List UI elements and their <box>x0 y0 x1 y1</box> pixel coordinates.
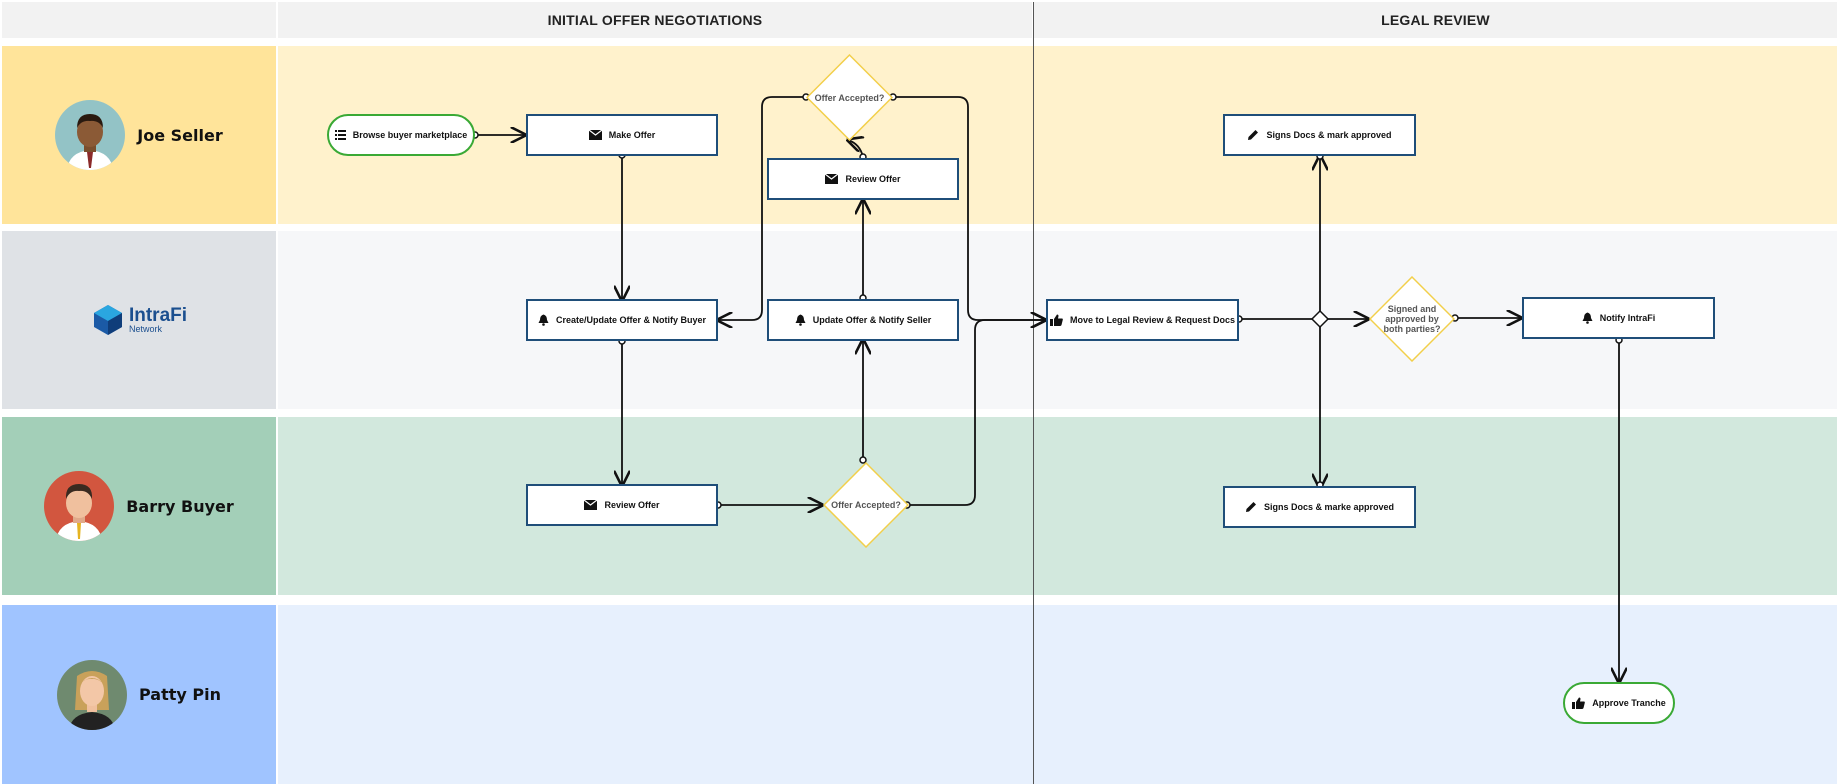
intrafi-logo-text: IntraFi <box>128 305 188 326</box>
signed-approved-both-decision[interactable]: Signed and approved by both parties? <box>1369 276 1455 362</box>
signed-approved-line1: Signed and <box>1387 304 1437 314</box>
woman-avatar-icon <box>57 659 127 730</box>
make-offer-node[interactable]: Make Offer <box>526 114 718 156</box>
intrafi-logo-icon <box>93 305 122 335</box>
create-update-offer-node[interactable]: Create/Update Offer & Notify Buyer <box>526 299 718 341</box>
pencil-icon <box>1247 129 1259 141</box>
phase-header-legal-review: LEGAL REVIEW <box>1034 2 1837 38</box>
man-dark-skin-avatar-icon <box>55 100 126 170</box>
pencil-icon <box>1245 501 1257 513</box>
move-to-legal-review-node[interactable]: Move to Legal Review & Request Docs <box>1046 299 1239 341</box>
review-offer-buyer-label: Review Offer <box>604 500 660 510</box>
signed-approved-line2: approved by <box>1385 314 1439 324</box>
notify-intrafi-label: Notify IntraFi <box>1599 313 1656 323</box>
browse-buyer-marketplace-label: Browse buyer marketplace <box>352 130 468 140</box>
review-offer-seller-node[interactable]: Review Offer <box>767 158 959 200</box>
lane-name-patty-pin: Patty Pin <box>139 685 221 704</box>
envelope-icon <box>588 130 602 140</box>
update-offer-notify-seller-label: Update Offer & Notify Seller <box>812 315 932 325</box>
bell-icon <box>795 314 806 326</box>
bell-icon <box>538 314 549 326</box>
lane-label-patty-pin: Patty Pin <box>2 605 276 784</box>
offer-accepted-seller-label: Offer Accepted? <box>814 92 885 103</box>
signed-approved-both-label: Signed and approved by both parties? <box>1369 276 1455 362</box>
make-offer-label: Make Offer <box>608 130 656 140</box>
thumbs-up-icon <box>1572 697 1586 709</box>
offer-accepted-seller-decision[interactable]: Offer Accepted? <box>806 54 893 141</box>
man-light-skin-avatar-icon <box>44 471 115 541</box>
envelope-icon <box>584 500 598 510</box>
create-update-offer-label: Create/Update Offer & Notify Buyer <box>555 315 707 325</box>
move-to-legal-review-label: Move to Legal Review & Request Docs <box>1069 315 1236 325</box>
envelope-icon <box>825 174 839 184</box>
phase-divider <box>1033 2 1034 784</box>
lane-name-barry-buyer: Barry Buyer <box>126 496 234 516</box>
lane-label-intrafi: IntraFi Network <box>2 231 276 409</box>
review-offer-seller-label: Review Offer <box>845 174 901 184</box>
lane-label-joe-seller: Joe Seller <box>2 46 276 224</box>
corner-header <box>2 2 276 38</box>
list-icon <box>334 130 346 140</box>
browse-buyer-marketplace-node[interactable]: Browse buyer marketplace <box>327 114 475 156</box>
approve-tranche-label: Approve Tranche <box>1592 698 1666 708</box>
signed-approved-line3: both parties? <box>1383 324 1441 334</box>
review-offer-buyer-node[interactable]: Review Offer <box>526 484 718 526</box>
thumbs-up-icon <box>1049 314 1063 326</box>
offer-accepted-buyer-decision[interactable]: Offer Accepted? <box>823 462 909 548</box>
lane-label-barry-buyer: Barry Buyer <box>2 417 276 595</box>
signs-docs-seller-label: Signs Docs & mark approved <box>1266 130 1392 140</box>
intrafi-logo-subtext: Network <box>128 324 162 334</box>
approve-tranche-node[interactable]: Approve Tranche <box>1563 682 1675 724</box>
signs-docs-seller-node[interactable]: Signs Docs & mark approved <box>1223 114 1416 156</box>
signs-docs-buyer-node[interactable]: Signs Docs & marke approved <box>1223 486 1416 528</box>
bell-icon <box>1582 312 1593 324</box>
lane-name-joe-seller: Joe Seller <box>137 125 223 145</box>
notify-intrafi-node[interactable]: Notify IntraFi <box>1522 297 1715 339</box>
phase-header-initial-offer: INITIAL OFFER NEGOTIATIONS <box>278 2 1032 38</box>
signs-docs-buyer-label: Signs Docs & marke approved <box>1263 502 1395 512</box>
offer-accepted-buyer-label: Offer Accepted? <box>831 500 901 510</box>
update-offer-notify-seller-node[interactable]: Update Offer & Notify Seller <box>767 299 959 341</box>
